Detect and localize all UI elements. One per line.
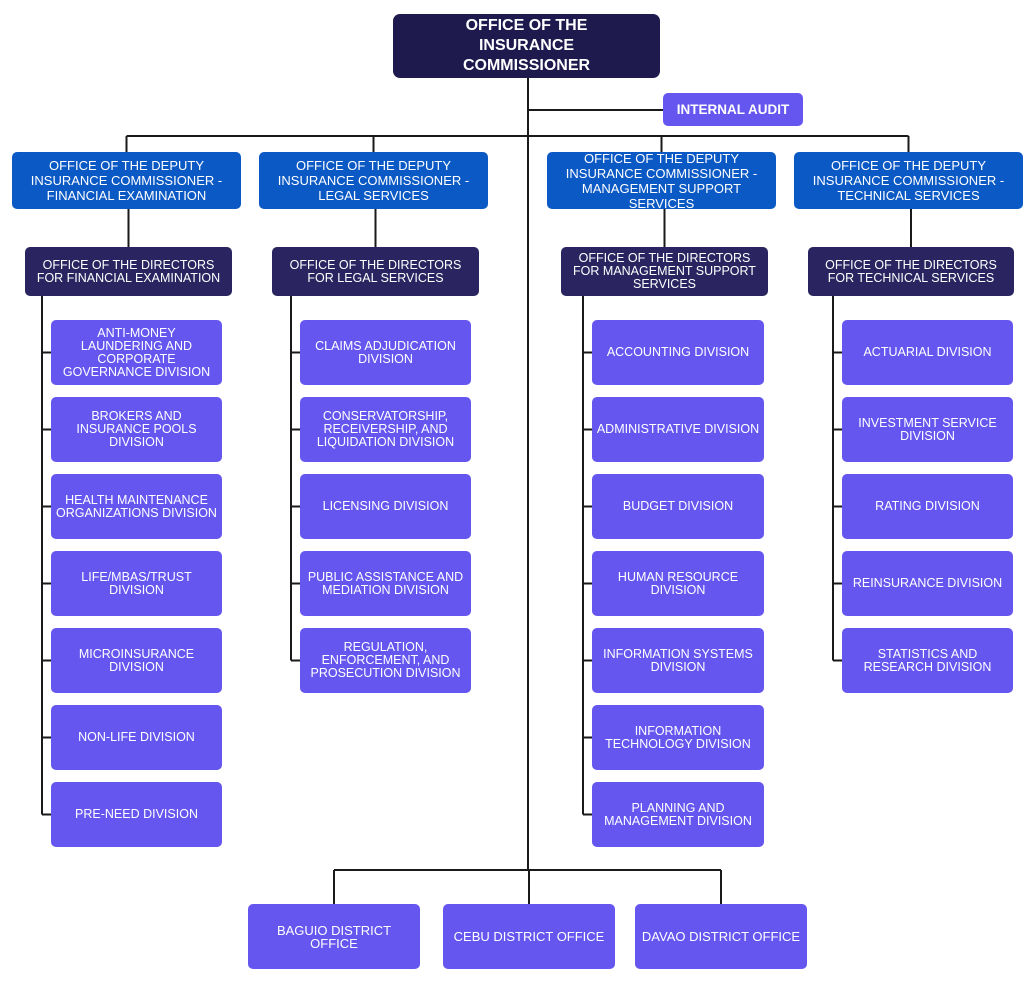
division-box: HUMAN RESOURCE DIVISION <box>592 551 764 616</box>
division-box: ANTI-MONEY LAUNDERING AND CORPORATE GOVE… <box>51 320 222 385</box>
division-box-label: BUDGET DIVISION <box>622 499 734 513</box>
division-box: NON-LIFE DIVISION <box>51 705 222 770</box>
division-box: PUBLIC ASSISTANCE AND MEDIATION DIVISION <box>300 551 471 616</box>
deputy-box-4: OFFICE OF THE DEPUTY INSURANCE COMMISSIO… <box>794 152 1023 209</box>
district-office-box: CEBU DISTRICT OFFICE <box>443 904 615 969</box>
director-box-2: OFFICE OF THE DIRECTORS FOR LEGAL SERVIC… <box>272 247 479 296</box>
division-box-label: CONSERVATORSHIP, RECEIVERSHIP, AND LIQUI… <box>316 409 455 449</box>
division-box: HEALTH MAINTENANCE ORGANIZATIONS DIVISIO… <box>51 474 222 539</box>
division-box: PRE-NEED DIVISION <box>51 782 222 847</box>
division-box-label: ACTUARIAL DIVISION <box>863 345 992 359</box>
division-box: RATING DIVISION <box>842 474 1013 539</box>
director-box-3-label: OFFICE OF THE DIRECTORS FOR MANAGEMENT S… <box>573 251 756 291</box>
division-box: MICROINSURANCE DIVISION <box>51 628 222 693</box>
director-box-4-label: OFFICE OF THE DIRECTORS FOR TECHNICAL SE… <box>825 257 997 285</box>
division-box-label: STATISTICS AND RESEARCH DIVISION <box>863 646 992 674</box>
division-box-label: ADMINISTRATIVE DIVISION <box>596 422 760 436</box>
division-box-label: CLAIMS ADJUDICATION DIVISION <box>315 338 456 366</box>
division-box: CONSERVATORSHIP, RECEIVERSHIP, AND LIQUI… <box>300 397 471 462</box>
division-box-label: PLANNING AND MANAGEMENT DIVISION <box>604 800 752 828</box>
division-box-label: PUBLIC ASSISTANCE AND MEDIATION DIVISION <box>307 569 464 597</box>
commissioner-box: OFFICE OF THE INSURANCE COMMISSIONER <box>393 14 660 78</box>
district-office-box-label: CEBU DISTRICT OFFICE <box>453 929 605 944</box>
division-box: INFORMATION SYSTEMS DIVISION <box>592 628 764 693</box>
director-box-3: OFFICE OF THE DIRECTORS FOR MANAGEMENT S… <box>561 247 768 296</box>
district-office-box: DAVAO DISTRICT OFFICE <box>635 904 807 969</box>
division-box: STATISTICS AND RESEARCH DIVISION <box>842 628 1013 693</box>
deputy-box-3: OFFICE OF THE DEPUTY INSURANCE COMMISSIO… <box>547 150 776 211</box>
deputy-box-2-label: OFFICE OF THE DEPUTY INSURANCE COMMISSIO… <box>277 158 470 203</box>
division-box: REINSURANCE DIVISION <box>842 551 1013 616</box>
division-box-label: ANTI-MONEY LAUNDERING AND CORPORATE GOVE… <box>62 325 211 379</box>
internal-audit-box: INTERNAL AUDIT <box>663 93 803 126</box>
division-box-label: REGULATION, ENFORCEMENT, AND PROSECUTION… <box>310 640 461 680</box>
deputy-box-2: OFFICE OF THE DEPUTY INSURANCE COMMISSIO… <box>259 152 488 209</box>
division-box-label: PRE-NEED DIVISION <box>75 807 198 821</box>
division-box-label: LICENSING DIVISION <box>322 499 449 513</box>
division-box: INFORMATION TECHNOLOGY DIVISION <box>592 705 764 770</box>
division-box-label: INFORMATION SYSTEMS DIVISION <box>603 646 753 674</box>
division-box-label: RATING DIVISION <box>875 499 980 513</box>
director-box-4: OFFICE OF THE DIRECTORS FOR TECHNICAL SE… <box>808 247 1014 296</box>
division-box: LICENSING DIVISION <box>300 474 471 539</box>
division-box-label: HEALTH MAINTENANCE ORGANIZATIONS DIVISIO… <box>56 492 217 520</box>
district-office-box: BAGUIO DISTRICT OFFICE <box>248 904 420 969</box>
director-box-1-label: OFFICE OF THE DIRECTORS FOR FINANCIAL EX… <box>36 257 221 285</box>
internal-audit-label: INTERNAL AUDIT <box>676 102 790 117</box>
division-box: ACTUARIAL DIVISION <box>842 320 1013 385</box>
division-box: INVESTMENT SERVICE DIVISION <box>842 397 1013 462</box>
division-box-label: LIFE/MBAs/TRUST DIVISION <box>81 569 192 597</box>
commissioner-label: OFFICE OF THE INSURANCE COMMISSIONER <box>462 17 591 74</box>
deputy-box-4-label: OFFICE OF THE DEPUTY INSURANCE COMMISSIO… <box>812 158 1005 203</box>
division-box-label: HUMAN RESOURCE DIVISION <box>617 569 739 597</box>
director-box-2-label: OFFICE OF THE DIRECTORS FOR LEGAL SERVIC… <box>289 257 462 285</box>
district-office-box-label: BAGUIO DISTRICT OFFICE <box>276 922 392 951</box>
division-box: CLAIMS ADJUDICATION DIVISION <box>300 320 471 385</box>
division-box: PLANNING AND MANAGEMENT DIVISION <box>592 782 764 847</box>
division-box-label: INVESTMENT SERVICE DIVISION <box>858 415 997 443</box>
division-box-label: NON-LIFE DIVISION <box>78 730 195 744</box>
division-box-label: INFORMATION TECHNOLOGY DIVISION <box>605 723 751 751</box>
division-box: ACCOUNTING DIVISION <box>592 320 764 385</box>
division-box: BROKERS AND INSURANCE POOLS DIVISION <box>51 397 222 462</box>
deputy-box-1: OFFICE OF THE DEPUTY INSURANCE COMMISSIO… <box>12 152 241 209</box>
division-box: BUDGET DIVISION <box>592 474 764 539</box>
director-box-1: OFFICE OF THE DIRECTORS FOR FINANCIAL EX… <box>25 247 232 296</box>
division-box: LIFE/MBAs/TRUST DIVISION <box>51 551 222 616</box>
division-box: ADMINISTRATIVE DIVISION <box>592 397 764 462</box>
division-box-label: REINSURANCE DIVISION <box>852 576 1003 590</box>
division-box: REGULATION, ENFORCEMENT, AND PROSECUTION… <box>300 628 471 693</box>
division-box-label: BROKERS AND INSURANCE POOLS DIVISION <box>76 409 197 449</box>
division-box-label: MICROINSURANCE DIVISION <box>78 646 195 674</box>
division-box-label: ACCOUNTING DIVISION <box>606 345 750 359</box>
deputy-box-3-label: OFFICE OF THE DEPUTY INSURANCE COMMISSIO… <box>565 150 758 211</box>
district-office-box-label: DAVAO DISTRICT OFFICE <box>641 929 801 944</box>
deputy-box-1-label: OFFICE OF THE DEPUTY INSURANCE COMMISSIO… <box>30 158 223 203</box>
